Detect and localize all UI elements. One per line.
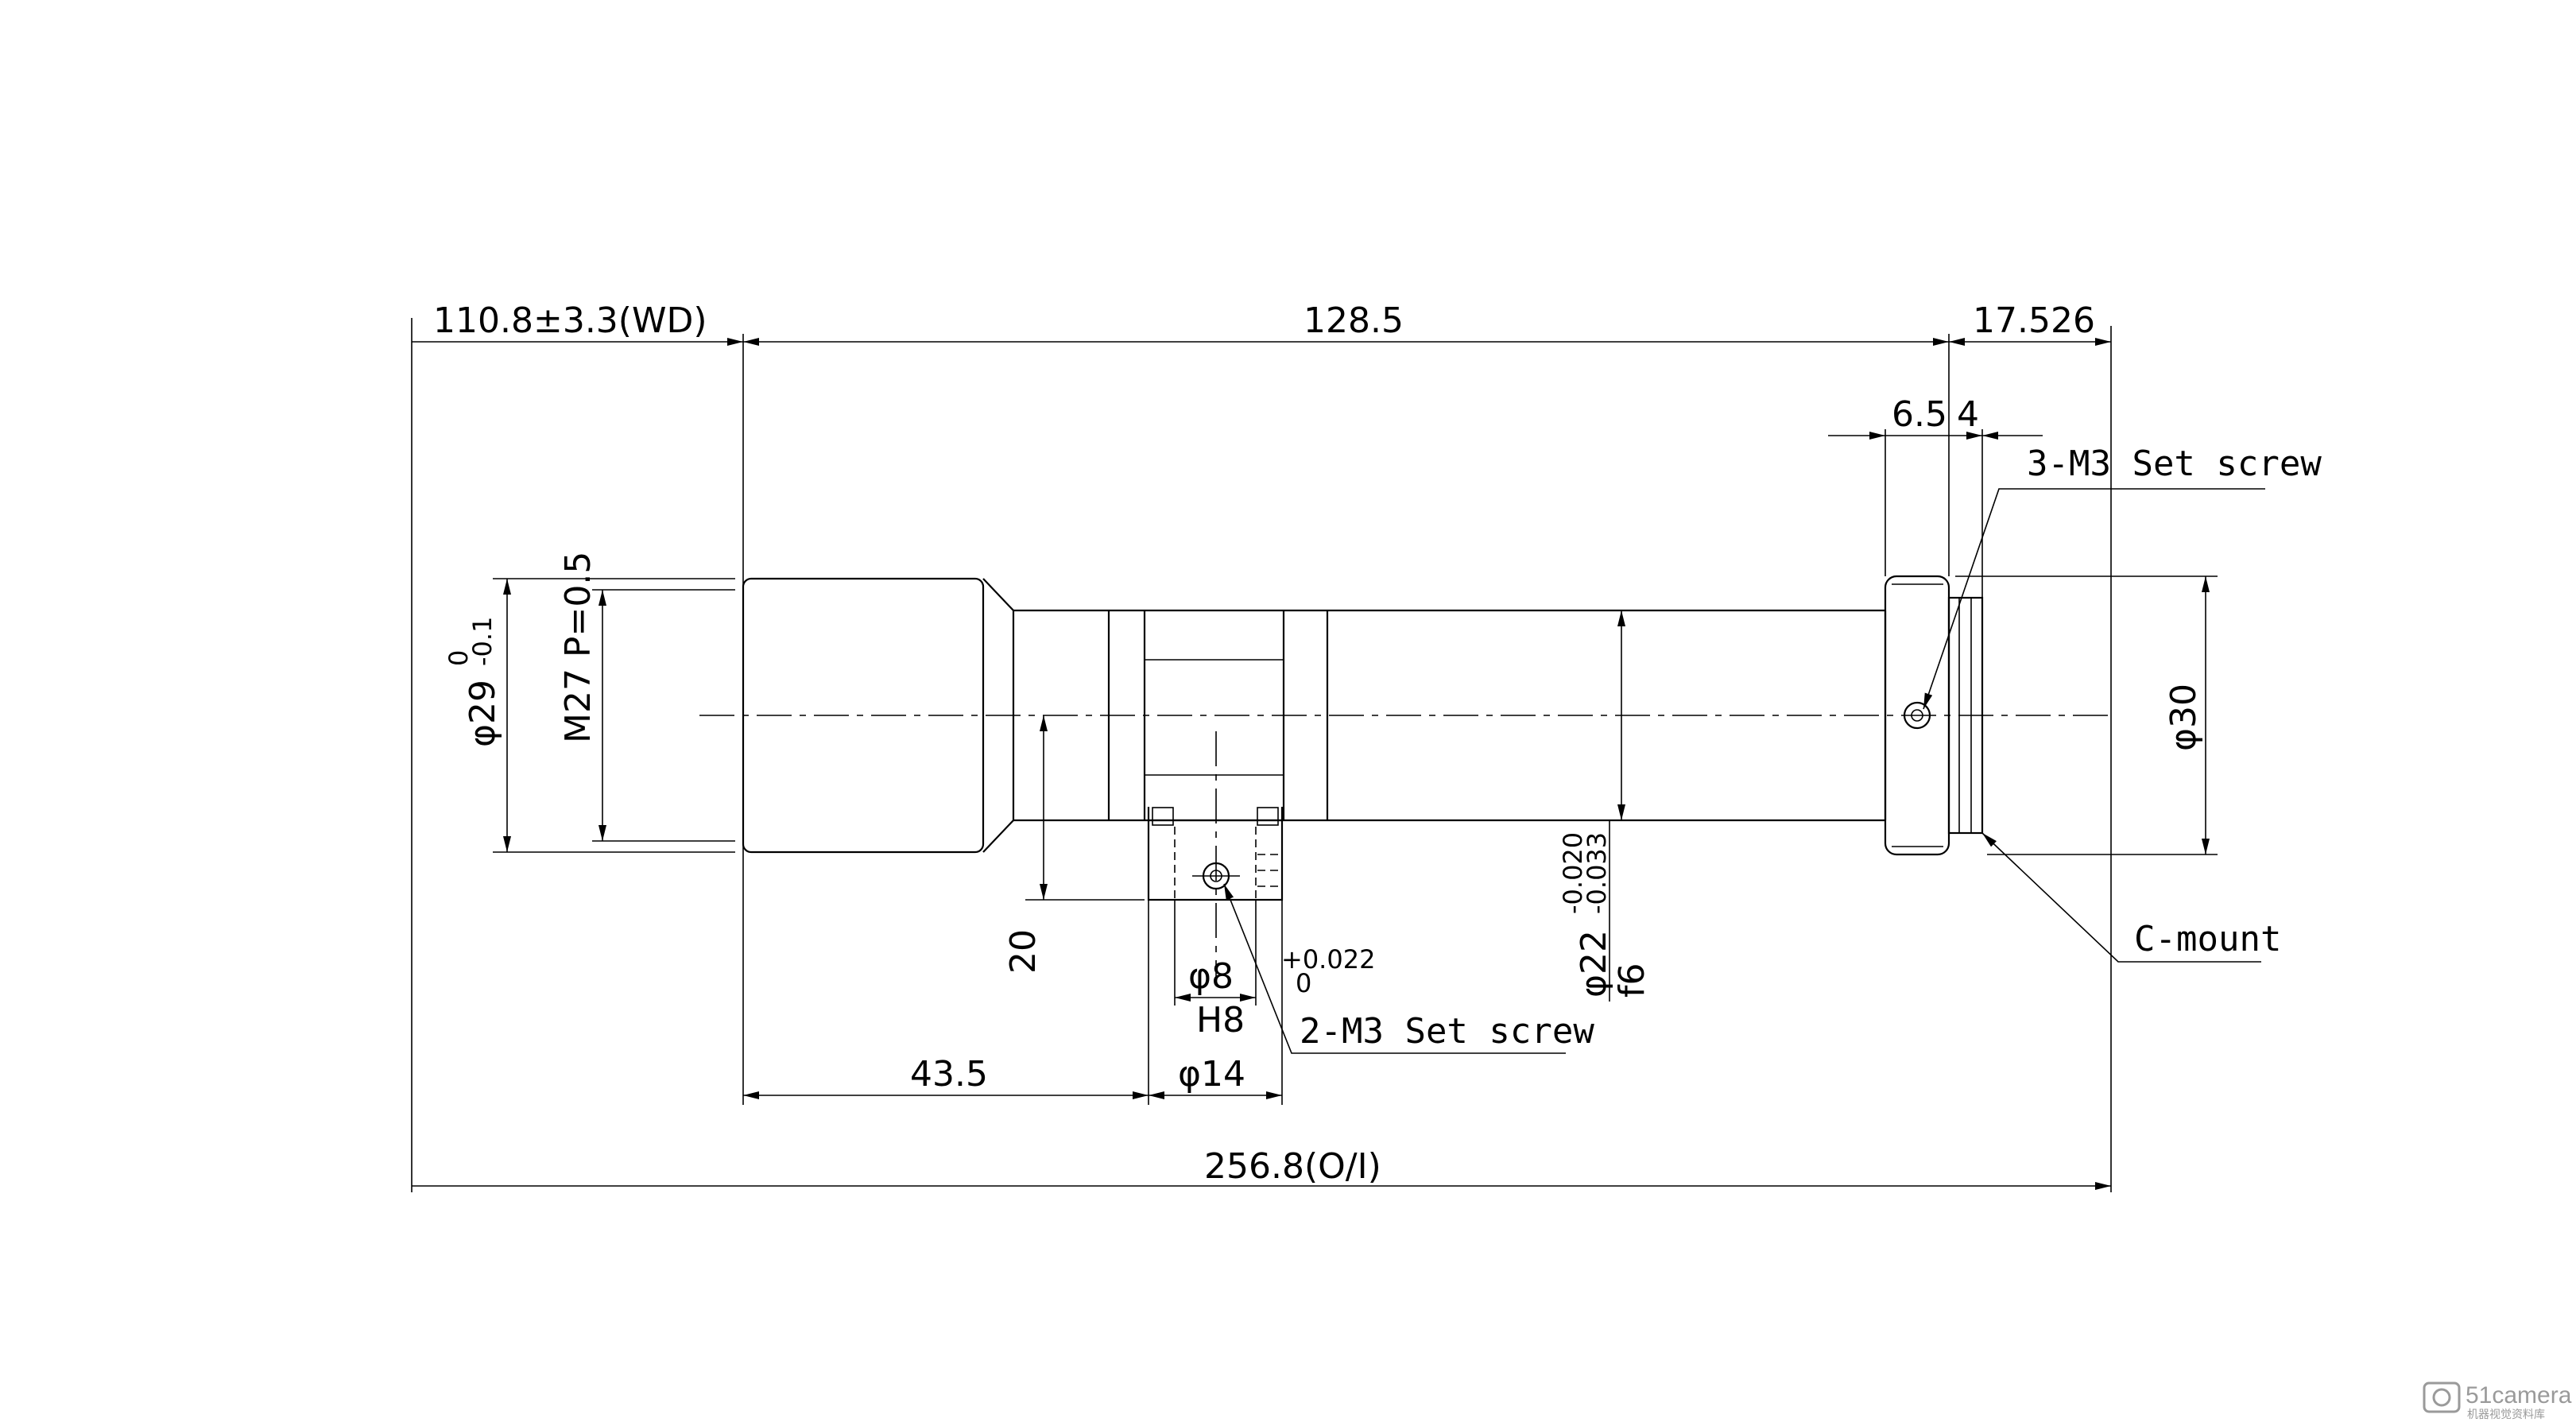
dimension-labels: 110.8±3.3(WD) 128.5 17.526 6.5 4 256.8(O… bbox=[433, 300, 2204, 1187]
c-mount-leader bbox=[1981, 832, 2261, 963]
front-taper bbox=[982, 578, 1015, 853]
mount-block bbox=[1147, 731, 1284, 986]
thread-label: M27 P=0.5 bbox=[558, 552, 598, 743]
mount-screw-leader bbox=[1923, 488, 2265, 710]
barrel-tol-lower: -0.033 bbox=[1582, 832, 1612, 914]
length-label: 128.5 bbox=[1303, 300, 1404, 341]
block-screw-callout: 2-M3 Set screw bbox=[1300, 1011, 1594, 1052]
pin-fit-label: H8 bbox=[1196, 1000, 1245, 1040]
barrel-fit-label: f6 bbox=[1612, 963, 1652, 998]
block-dia-label: φ14 bbox=[1178, 1054, 1245, 1095]
c-mount-callout: C-mount bbox=[2134, 919, 2281, 959]
pin-label: φ8 bbox=[1188, 956, 1234, 997]
pin-tol-lower: 0 bbox=[1296, 968, 1311, 998]
camera-logo-icon bbox=[2423, 1381, 2461, 1413]
c-mount-thread bbox=[1947, 596, 1984, 835]
overall-label: 256.8(O/I) bbox=[1204, 1146, 1381, 1187]
rear-dia-label: φ30 bbox=[2163, 684, 2204, 751]
extension-lines bbox=[411, 318, 2218, 1192]
dimension-lines bbox=[412, 338, 2265, 1190]
barrel-tol-upper: -0.020 bbox=[1558, 832, 1588, 914]
height-label: 20 bbox=[1003, 929, 1044, 974]
wd-label: 110.8±3.3(WD) bbox=[433, 300, 707, 341]
front-dia-tol-lower: -0.1 bbox=[467, 617, 498, 666]
watermark-tagline: 机器视觉资料库 bbox=[2467, 1408, 2545, 1420]
mount-screw-callout: 3-M3 Set screw bbox=[2027, 444, 2322, 484]
flange-label: 17.526 bbox=[1973, 300, 2095, 341]
mount-block-body bbox=[1147, 819, 1284, 901]
mount-part-a-label: 6.5 bbox=[1892, 394, 1947, 435]
mount-part-b-label: 4 bbox=[1957, 394, 1979, 435]
watermark-brand: 51camera bbox=[2466, 1382, 2572, 1409]
front-dia-label: φ29 bbox=[463, 680, 503, 747]
barrel-dia-label: φ22 bbox=[1574, 930, 1614, 998]
front-dia-tol-upper: 0 bbox=[444, 650, 474, 666]
pin-tol-upper: +0.022 bbox=[1281, 944, 1375, 975]
callout-labels: 3-M3 Set screw 2-M3 Set screw C-mount bbox=[1300, 444, 2322, 1052]
watermark: 51camera 机器视觉资料库 bbox=[2423, 1381, 2572, 1420]
position-label: 43.5 bbox=[910, 1054, 988, 1095]
lens-body bbox=[699, 575, 2114, 856]
ring-screw-hole bbox=[1903, 701, 1931, 730]
block-screw-leader bbox=[1223, 883, 1566, 1054]
